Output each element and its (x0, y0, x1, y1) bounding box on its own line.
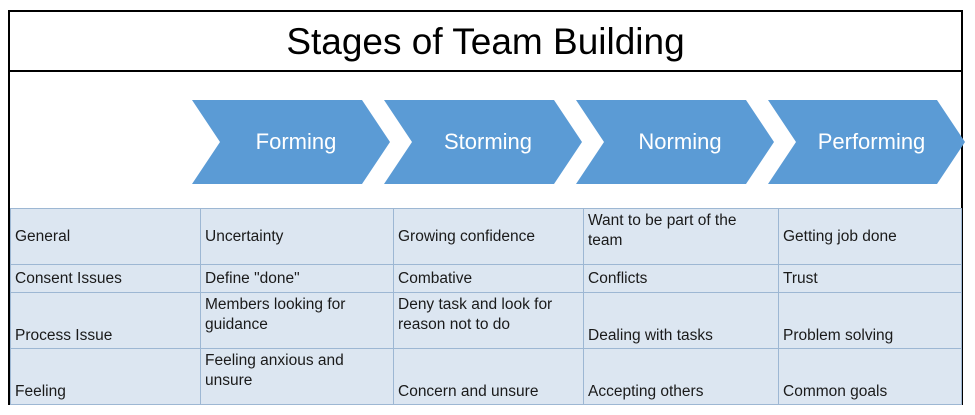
table-cell: Conflicts (583, 264, 779, 293)
table-cell: Trust (778, 264, 962, 293)
table-cell: Define "done" (200, 264, 394, 293)
table-cell: Getting job done (778, 208, 962, 265)
stage-chevron-norming[interactable]: Norming (576, 100, 774, 184)
table-cell: Deny task and look for reason not to do (393, 292, 584, 349)
stage-chevron-label: Norming (638, 129, 722, 154)
table-cell: Common goals (778, 348, 962, 405)
row-category: Process Issue (10, 292, 201, 349)
stage-chevron-performing[interactable]: Performing (768, 100, 965, 184)
table-cell: Problem solving (778, 292, 962, 349)
stage-attribute-table: General Uncertainty Growing confidence W… (10, 208, 962, 405)
table-cell: Growing confidence (393, 208, 584, 265)
row-category: Consent Issues (10, 264, 201, 293)
table-cell: Concern and unsure (393, 348, 584, 405)
table-cell: Feeling anxious and unsure (200, 348, 394, 405)
table-row: General Uncertainty Growing confidence W… (10, 208, 962, 265)
table-cell: Members looking for guidance (200, 292, 394, 349)
stage-chevron-label: Storming (443, 129, 533, 154)
stage-chevron-storming[interactable]: Storming (384, 100, 582, 184)
page-title: Stages of Team Building (286, 20, 685, 62)
stage-chevron-label: Forming (255, 129, 337, 154)
table-cell: Want to be part of the team (583, 208, 779, 265)
table-row: Process Issue Members looking for guidan… (10, 292, 962, 349)
table-cell: Uncertainty (200, 208, 394, 265)
row-category: General (10, 208, 201, 265)
table-cell: Dealing with tasks (583, 292, 779, 349)
stage-chevron-band: Forming Storming Norming Performing (10, 72, 961, 208)
table-row: Consent Issues Define "done" Combative C… (10, 264, 962, 293)
table-cell: Accepting others (583, 348, 779, 405)
stage-chevron-label: Performing (817, 129, 926, 154)
team-building-diagram: Stages of Team Building Forming Storming… (8, 10, 963, 405)
stage-chevron-forming[interactable]: Forming (192, 100, 390, 184)
table-row: Feeling Feeling anxious and unsure Conce… (10, 348, 962, 405)
row-category: Feeling (10, 348, 201, 405)
table-cell: Combative (393, 264, 584, 293)
title-band: Stages of Team Building (10, 12, 961, 72)
